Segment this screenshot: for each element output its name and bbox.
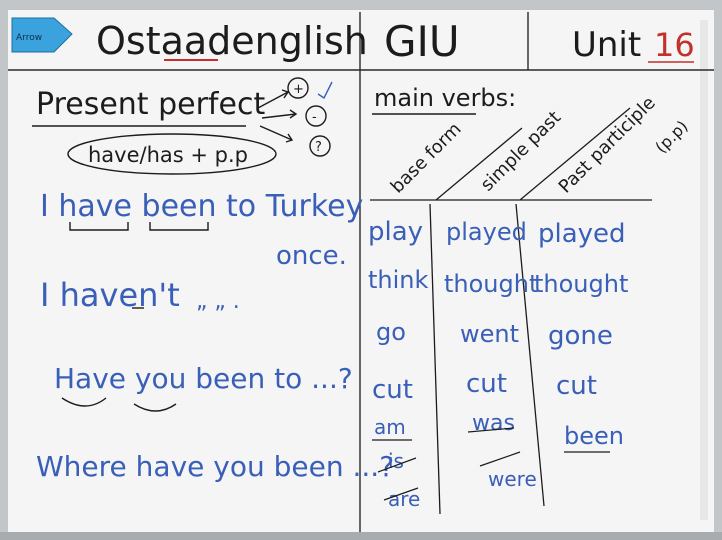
verb-past-were: were	[488, 467, 537, 491]
formula-text: have/has + p.p	[88, 143, 248, 167]
verb-past-play: played	[446, 218, 527, 246]
verbs-heading: main verbs:	[374, 84, 516, 112]
verb-base-think: think	[368, 266, 429, 294]
unit-label: Unit	[572, 25, 641, 65]
board-tray	[0, 532, 722, 540]
verb-base-are: are	[388, 487, 420, 511]
topic-title: Present perfect	[36, 87, 265, 122]
brand-title: Ostaadenglish	[96, 19, 368, 63]
topic-arrows	[257, 77, 333, 157]
verb-pp-play: played	[538, 219, 626, 249]
verb-table: play played played think thought thought…	[368, 217, 628, 511]
verb-past-cut: cut	[466, 369, 507, 399]
arrow-sticker: Arrow	[11, 17, 73, 53]
board-edge-highlight	[700, 20, 708, 520]
example-line-3: I haven't	[40, 276, 180, 314]
minus-symbol: -	[312, 110, 317, 125]
school-name: GIU	[384, 17, 460, 66]
verb-base-is: is	[388, 449, 404, 473]
example-line-5: Where have you been ...?	[36, 450, 394, 483]
sticker-label: Arrow	[16, 33, 42, 43]
unit-number: 16	[654, 26, 695, 64]
verb-past-think: thought	[444, 270, 538, 298]
table-lines	[370, 107, 652, 515]
be-strikes	[372, 427, 610, 501]
plus-symbol: +	[293, 82, 304, 97]
example-line-2: once.	[276, 241, 347, 271]
formula-outline	[67, 133, 277, 175]
verb-past-go: went	[460, 320, 519, 348]
verb-pp-go: gone	[548, 321, 613, 351]
verb-base-play: play	[368, 217, 423, 247]
ditto-marks: „ „ .	[196, 289, 240, 314]
example-line-4: Have you been to ...?	[54, 362, 353, 395]
verb-base-go: go	[376, 318, 406, 346]
verb-base-am: am	[374, 415, 406, 439]
verb-pp-been: been	[564, 422, 624, 450]
verb-base-cut: cut	[372, 375, 413, 405]
example-underlines	[61, 222, 209, 412]
board-surface	[8, 10, 714, 532]
verb-pp-think: thought	[534, 270, 628, 298]
verb-pp-cut: cut	[556, 371, 597, 401]
example-line-1: I have been to Turkey	[40, 189, 363, 224]
verb-past-was: was	[472, 411, 515, 436]
question-symbol: ?	[315, 140, 322, 155]
